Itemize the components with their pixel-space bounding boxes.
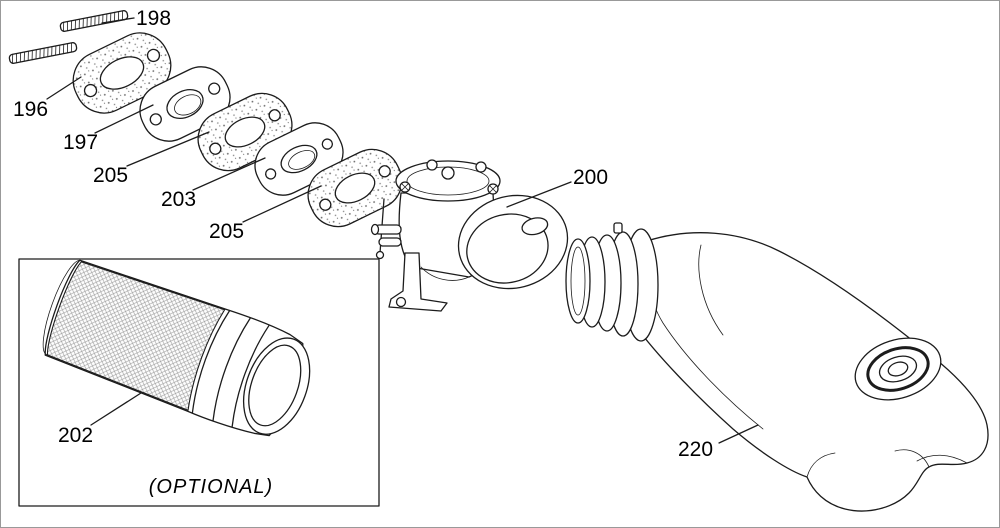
- spacer-203: [254, 122, 344, 196]
- leader-203: [192, 157, 266, 191]
- inlet-ribs: [565, 222, 659, 342]
- housing-boss: [854, 337, 942, 401]
- cover-screws: [399, 159, 499, 195]
- part-label-196: 196: [13, 98, 48, 121]
- leader-lines: [46, 17, 759, 444]
- leader-200: [506, 181, 572, 208]
- part-label-203: 203: [161, 188, 196, 211]
- leader-198: [101, 17, 135, 24]
- optional-caption: (OPTIONAL): [149, 476, 273, 498]
- fuel-fittings: [370, 223, 402, 247]
- air-cleaner-housing-220: [565, 222, 989, 512]
- optional-box: (OPTIONAL): [18, 258, 380, 507]
- air-horn: [457, 194, 569, 290]
- carburetor-200: [370, 159, 569, 312]
- leader-197: [94, 104, 154, 134]
- filter-mesh: [46, 261, 226, 412]
- carb-top-cover: [395, 160, 501, 202]
- mounting-bracket: [388, 252, 448, 312]
- gasket-205b: [307, 148, 403, 228]
- inlet-stud: [613, 222, 623, 234]
- leader-202: [90, 392, 142, 426]
- leader-205b: [242, 185, 322, 223]
- part-label-200: 200: [573, 166, 608, 189]
- part-label-205b: 205: [209, 220, 244, 243]
- part-label-198: 198: [136, 7, 171, 30]
- part-label-205a: 205: [93, 164, 128, 187]
- air-filter-202: [42, 259, 311, 437]
- leader-205a: [126, 131, 210, 167]
- leader-220: [718, 424, 759, 444]
- stud-196: [8, 42, 78, 64]
- part-label-220: 220: [678, 438, 713, 461]
- stud-198: [59, 10, 129, 32]
- leader-196: [46, 76, 82, 100]
- part-label-197: 197: [63, 131, 98, 154]
- part-label-202: 202: [58, 424, 93, 447]
